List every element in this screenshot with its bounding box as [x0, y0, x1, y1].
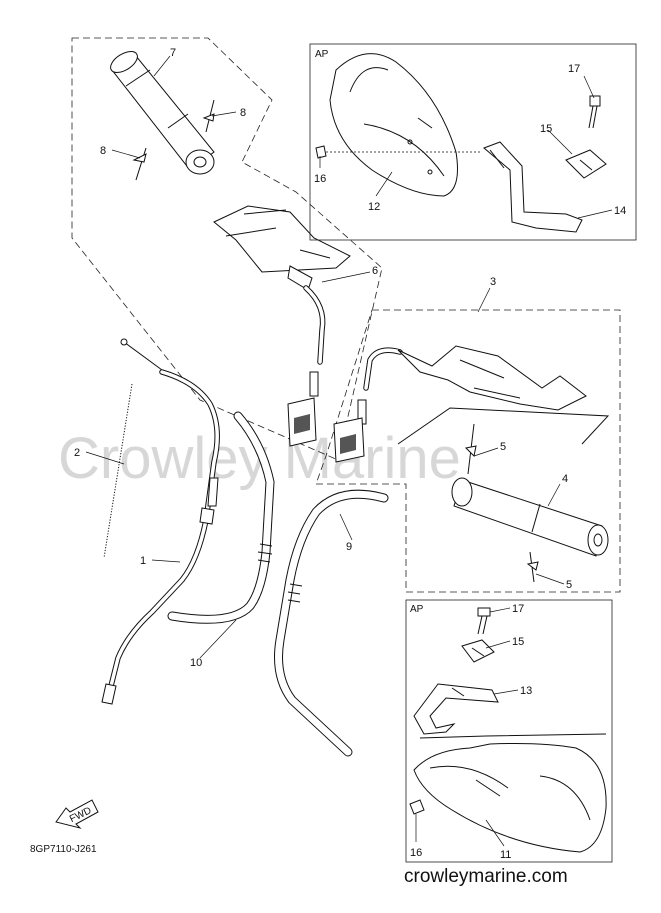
part-7-grip — [110, 51, 215, 175]
part-1-throttle-cable — [101, 338, 220, 705]
part-10-hose — [167, 411, 275, 624]
callout-5b: 5 — [566, 579, 572, 591]
callout-17b: 17 — [512, 603, 524, 615]
part-17-bolt-top — [588, 95, 601, 129]
part-5-pin-lower — [526, 551, 539, 583]
part-15-clamp-bottom — [461, 639, 495, 663]
group-outline-left-grip — [71, 37, 383, 461]
callout-6: 6 — [372, 265, 378, 277]
callout-8b: 8 — [100, 145, 106, 157]
callout-10: 10 — [190, 657, 202, 669]
callout-9: 9 — [346, 541, 352, 553]
part-15-clamp-top — [565, 149, 607, 179]
part-16-bolt-top — [315, 145, 480, 159]
part-16-bolt-bottom — [409, 799, 425, 815]
part-5-pin-upper — [464, 423, 477, 475]
ap-label-bottom: AP — [410, 604, 424, 615]
ap-box-bottom — [405, 599, 613, 863]
callout-1: 1 — [140, 555, 146, 567]
site-url: crowleymarine.com — [404, 866, 568, 887]
callout-15a: 15 — [540, 123, 552, 135]
fwd-arrow-icon: FWD — [55, 799, 99, 829]
fwd-label: FWD — [68, 805, 93, 825]
part-9-hose — [274, 489, 389, 757]
ap-box-top — [309, 43, 637, 241]
callout-3: 3 — [490, 276, 496, 288]
callout-2: 2 — [74, 447, 80, 459]
part-8-pin-lower — [132, 147, 147, 181]
part-14-bracket — [483, 141, 583, 233]
part-12-cover — [329, 53, 458, 197]
callout-8a: 8 — [240, 107, 246, 119]
exploded-plane — [397, 407, 610, 445]
callout-17a: 17 — [568, 63, 580, 75]
exploded-plane-bottom — [419, 733, 607, 739]
callout-16a: 16 — [314, 173, 326, 185]
callout-13: 13 — [520, 685, 532, 697]
callout-11: 11 — [500, 849, 511, 861]
part-4-grip — [451, 477, 609, 557]
part-13-bracket — [413, 683, 499, 735]
callout-5a: 5 — [500, 441, 506, 453]
leader-lines — [85, 55, 613, 847]
callout-12: 12 — [368, 201, 380, 213]
group-outline-right-grip — [315, 309, 621, 593]
assembly-code: 8GP7110-J261 — [30, 844, 97, 855]
callout-16b: 16 — [410, 847, 422, 859]
part-11-cover — [413, 743, 607, 853]
callout-14: 14 — [614, 205, 626, 217]
callout-4: 4 — [562, 473, 568, 485]
callout-7: 7 — [170, 47, 176, 59]
part-17-bolt-bottom — [477, 607, 491, 635]
callout-15b: 15 — [512, 636, 524, 648]
part-8-pin-upper — [202, 99, 215, 133]
part-3-switch-bracket — [333, 345, 587, 463]
part-6-switch-bracket — [213, 205, 351, 447]
ap-label-top: AP — [315, 49, 329, 60]
